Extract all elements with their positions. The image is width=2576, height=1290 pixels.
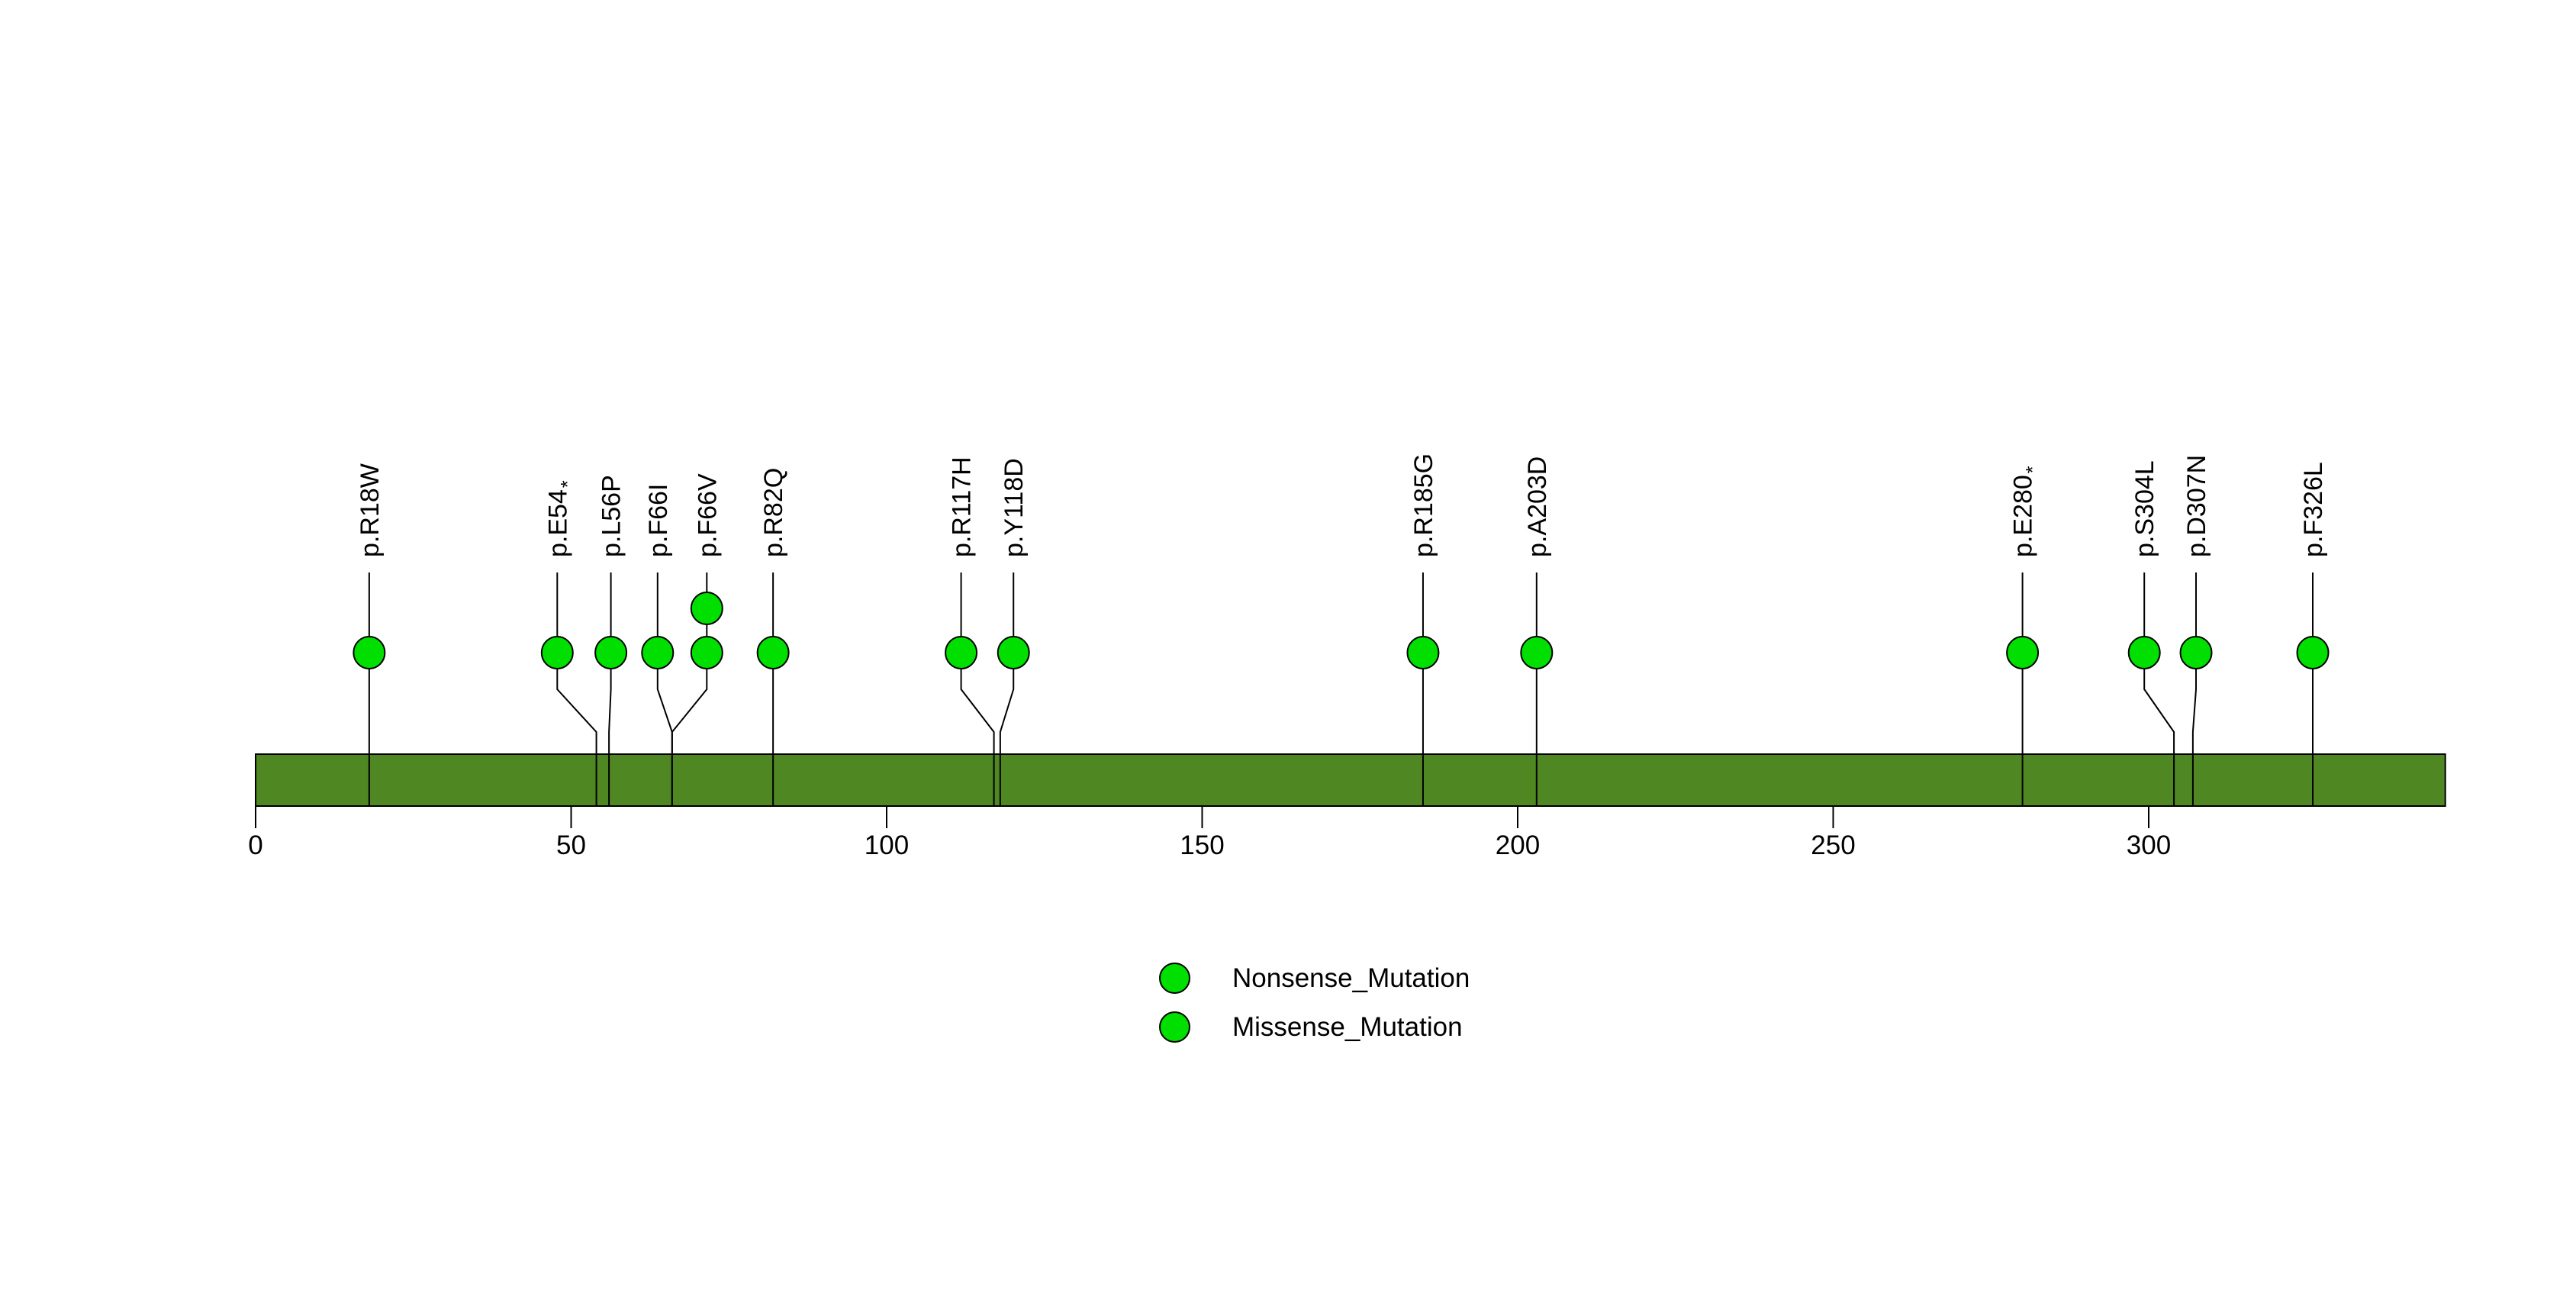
axis-tick-label: 0 xyxy=(248,830,262,860)
mutation-marker xyxy=(2296,636,2330,669)
legend-item-missense: Missense_Mutation xyxy=(1159,1011,1470,1043)
mutation-marker xyxy=(641,636,675,669)
mutation-label: p.L56P xyxy=(597,475,626,557)
mutation-marker xyxy=(353,636,386,669)
mutation-label: p.R185G xyxy=(1409,453,1438,557)
lollipop-stem xyxy=(671,572,708,806)
mutation-marker xyxy=(690,592,723,625)
mutation-marker xyxy=(997,636,1030,669)
axis-tick-label: 150 xyxy=(1180,830,1224,860)
mutation-marker xyxy=(2179,636,2213,669)
mutation-label: p.D307N xyxy=(2182,455,2211,557)
axis-tick-label: 50 xyxy=(556,830,586,860)
mutation-marker xyxy=(594,636,628,669)
mutation-label: p.S304L xyxy=(2130,460,2159,557)
mutation-label: p.Y118D xyxy=(1000,458,1029,557)
lollipop-stem xyxy=(608,572,612,806)
axis-tick-label: 200 xyxy=(1496,830,1540,860)
mutation-label: p.R82Q xyxy=(759,468,788,557)
mutation-label: p.F66V xyxy=(693,473,722,557)
legend-item-nonsense: Nonsense_Mutation xyxy=(1159,963,1470,994)
legend: Nonsense_Mutation Missense_Mutation xyxy=(1159,963,1470,1060)
axis-tick-label: 300 xyxy=(2127,830,2171,860)
nonsense-mutation-swatch-icon xyxy=(1159,963,1190,994)
mutation-marker xyxy=(1406,636,1440,669)
mutation-marker xyxy=(945,636,978,669)
mutation-marker xyxy=(756,636,790,669)
missense-mutation-swatch-icon xyxy=(1159,1011,1190,1043)
legend-label-nonsense: Nonsense_Mutation xyxy=(1232,963,1470,993)
mutation-label: p.E54* xyxy=(543,480,578,557)
protein-bar xyxy=(255,753,2446,807)
mutation-label: p.F66I xyxy=(644,484,673,557)
mutation-marker xyxy=(540,636,574,669)
axis-tick-label: 100 xyxy=(865,830,909,860)
lollipop-stem xyxy=(999,572,1015,806)
mutation-label: p.E280* xyxy=(2009,466,2044,557)
lollipop-stem xyxy=(556,572,597,806)
mutation-label: p.R117H xyxy=(948,456,977,557)
mutation-marker xyxy=(2127,636,2161,669)
mutation-label: p.F326L xyxy=(2299,462,2328,557)
lollipop-stem xyxy=(2191,572,2198,806)
mutation-label: p.A203D xyxy=(1523,456,1552,557)
mutation-marker xyxy=(1520,636,1554,669)
legend-label-missense: Missense_Mutation xyxy=(1232,1012,1463,1042)
lollipop-stem xyxy=(2143,572,2175,806)
lollipop-stem xyxy=(960,572,995,806)
mutation-marker xyxy=(690,636,723,669)
mutation-marker xyxy=(2006,636,2040,669)
mutation-label: p.R18W xyxy=(356,463,385,557)
axis-tick-label: 250 xyxy=(1811,830,1855,860)
